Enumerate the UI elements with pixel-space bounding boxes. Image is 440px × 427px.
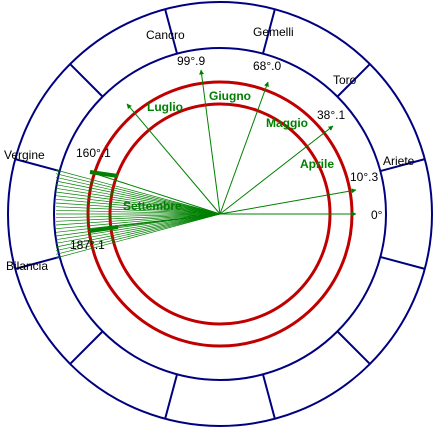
degree-label-10-3: 10°.3: [350, 170, 378, 184]
sector-divider: [380, 255, 426, 270]
month-label-luglio: Luglio: [147, 100, 183, 114]
fan-line: [55, 206, 221, 215]
fan-line: [55, 213, 221, 241]
fan-line: [55, 213, 221, 244]
fan-line: [55, 213, 221, 259]
fan-line: [55, 202, 221, 215]
sector-divider: [69, 330, 104, 365]
sector-divider: [14, 255, 60, 270]
arrow-68-0-maggio: [219, 81, 269, 215]
fan-line: [55, 213, 221, 222]
fan-line: [55, 195, 221, 215]
month-label-giugno: Giugno: [209, 89, 251, 103]
zodiac-sector-dividers: [14, 8, 426, 420]
fan-line: [55, 213, 221, 226]
arrow-38-1-aprile: [219, 125, 334, 215]
sector-divider: [164, 374, 179, 420]
sign-label-vergine: Vergine: [4, 148, 45, 162]
fan-line: [55, 176, 221, 215]
fan-line: [55, 184, 221, 215]
fan-line: [55, 173, 221, 215]
direction-arrows: [95, 69, 357, 230]
sector-divider: [164, 8, 179, 54]
arrow-10-3: [219, 188, 357, 215]
zodiac-inner-ring: [53, 47, 387, 381]
fan-line: [55, 213, 221, 248]
sign-label-cancro: Cancro: [146, 28, 185, 42]
fan-line: [55, 198, 221, 215]
sign-label-toro: Toro: [333, 73, 357, 87]
mark-160-1: [89, 170, 119, 178]
zodiac-outer-ring: [7, 1, 433, 427]
degree-label-0: 0°: [371, 208, 383, 222]
month-label-settembre: Settembre: [123, 199, 182, 213]
sector-divider: [336, 330, 371, 365]
arrow-luglio: [126, 103, 221, 215]
month-label-aprile: Aprile: [300, 157, 334, 171]
sign-label-bilancia: Bilancia: [6, 259, 48, 273]
fan-line: [55, 209, 221, 215]
arrow-160-1: [95, 173, 221, 215]
fan-line: [55, 213, 221, 219]
degree-label-160-1: 160°.1: [76, 146, 111, 160]
degree-label-99-9: 99°.9: [177, 54, 205, 68]
degree-label-68-0: 68°.0: [253, 59, 281, 73]
month-label-maggio: Maggio: [266, 116, 308, 130]
fan-line: [55, 191, 221, 215]
fan-line: [55, 213, 221, 252]
sign-label-gemelli: Gemelli: [253, 25, 294, 39]
arrow-99-9-giugno: [199, 69, 221, 215]
degree-label-187-1: 187°.1: [70, 238, 105, 252]
degree-label-38-1: 38°.1: [317, 108, 345, 122]
fan-line: [55, 169, 221, 215]
fan-line: [55, 187, 221, 215]
sector-divider: [69, 63, 104, 98]
sector-divider: [261, 374, 276, 420]
sector-divider: [14, 158, 60, 173]
fan-line: [55, 180, 221, 215]
sector-divider: [336, 63, 371, 98]
mark-187-1: [89, 225, 119, 233]
fan-line: [55, 213, 221, 230]
settembre-fan-lines: [55, 169, 221, 259]
arrow-187-1: [95, 213, 221, 230]
sector-divider: [261, 8, 276, 54]
sector-divider: [380, 158, 426, 173]
sign-label-ariete: Ariete: [383, 154, 415, 168]
fan-line: [55, 213, 221, 255]
